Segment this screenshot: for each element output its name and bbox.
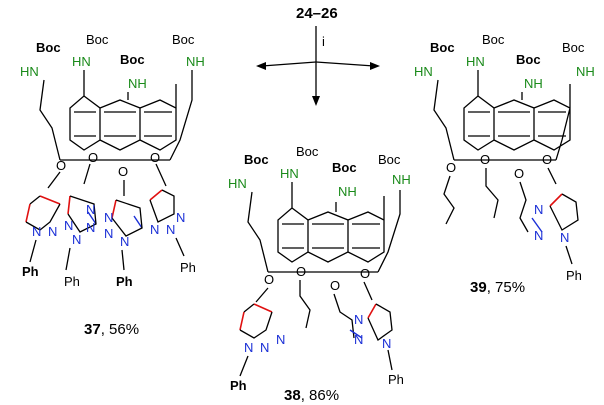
p37-ph-4: Ph (180, 260, 196, 275)
p38-tri-n-e: N (354, 332, 363, 347)
p39-boc-3: Boc (516, 52, 541, 67)
p39-nh-4: NH (576, 64, 595, 79)
p37-ph-1: Ph (22, 264, 39, 279)
p37-tri-n-c: N (64, 218, 73, 233)
product-38-structure: Boc Boc Boc Boc HN HN NH NH O O O O N N … (228, 144, 411, 393)
product-37-structure: Boc Boc Boc Boc HN HN NH NH O O O O N N … (20, 32, 205, 289)
p38-o-4: O (360, 266, 370, 281)
p37-boc-3: Boc (120, 52, 145, 67)
p38-ph-1: Ph (230, 378, 247, 393)
p38-tri-n-d: N (354, 312, 363, 327)
p38-ph-2: Ph (388, 372, 404, 387)
product-38-caption: 38, 86% (284, 387, 339, 404)
p38-o-1: O (264, 272, 274, 287)
p38-nh-4: NH (392, 172, 411, 187)
p39-o-4: O (542, 152, 552, 167)
p38-boc-1: Boc (244, 152, 269, 167)
p37-nh-1: HN (20, 64, 39, 79)
p37-tri-n-f: N (72, 232, 81, 247)
p38-boc-2: Boc (296, 144, 319, 159)
reactant-label: 24–26 (296, 5, 338, 22)
p37-o-1: O (56, 158, 66, 173)
p37-yield: , 56% (101, 321, 139, 338)
p39-o-3: O (514, 166, 524, 181)
p39-boc-2: Boc (482, 32, 505, 47)
p37-tri-n-a: N (32, 224, 41, 239)
p37-ph-2: Ph (64, 274, 80, 289)
p37-boc-4: Boc (172, 32, 195, 47)
p37-tri-n-b: N (48, 224, 57, 239)
p38-tri-n-a: N (244, 340, 253, 355)
p39-tri-n-a: N (534, 202, 543, 217)
p39-o-1: O (446, 160, 456, 175)
p38-id: 38 (284, 387, 301, 404)
p39-yield: , 75% (487, 279, 525, 296)
p37-nh-2: HN (72, 54, 91, 69)
p39-boc-1: Boc (430, 40, 455, 55)
p39-tri-n-c: N (560, 230, 569, 245)
p37-o-3: O (118, 164, 128, 179)
p39-nh-3: NH (524, 76, 543, 91)
p37-o-2: O (88, 150, 98, 165)
p37-boc-1: Boc (36, 40, 61, 55)
p37-id: 37 (84, 321, 101, 338)
p37-tri-n-l: N (176, 210, 185, 225)
p37-tri-n-i: N (120, 234, 129, 249)
p39-tri-n-b: N (534, 228, 543, 243)
p39-id: 39 (470, 279, 487, 296)
p38-boc-3: Boc (332, 160, 357, 175)
p38-boc-4: Boc (378, 152, 401, 167)
p37-nh-4: NH (186, 54, 205, 69)
p37-nh-3: NH (128, 76, 147, 91)
product-39-caption: 39, 75% (470, 279, 525, 296)
p38-o-3: O (330, 278, 340, 293)
p39-o-2: O (480, 152, 490, 167)
p37-tri-n-j: N (150, 222, 159, 237)
p39-nh-1: HN (414, 64, 433, 79)
p38-tri-n-c: N (276, 332, 285, 347)
p37-tri-n-k: N (166, 222, 175, 237)
p37-ph-3: Ph (116, 274, 133, 289)
p39-boc-4: Boc (562, 40, 585, 55)
p39-ph-1: Ph (566, 268, 582, 283)
p37-o-4: O (150, 150, 160, 165)
product-39-structure: Boc Boc Boc Boc HN HN NH NH O O O O N N … (414, 32, 595, 283)
reagent-label: i (322, 34, 325, 49)
product-37-caption: 37, 56% (84, 321, 139, 338)
p38-nh-1: HN (228, 176, 247, 191)
p37-boc-2: Boc (86, 32, 109, 47)
p38-o-2: O (296, 264, 306, 279)
p38-tri-n-f: N (382, 336, 391, 351)
p37-tri-n-e: N (86, 220, 95, 235)
p38-tri-n-b: N (260, 340, 269, 355)
p37-tri-n-d: N (86, 202, 95, 217)
reaction-arrows (256, 26, 380, 106)
p37-tri-n-h: N (104, 226, 113, 241)
p39-nh-2: HN (466, 54, 485, 69)
p38-yield: , 86% (301, 387, 339, 404)
p37-tri-n-g: N (104, 210, 113, 225)
p38-nh-2: HN (280, 166, 299, 181)
p38-nh-3: NH (338, 184, 357, 199)
